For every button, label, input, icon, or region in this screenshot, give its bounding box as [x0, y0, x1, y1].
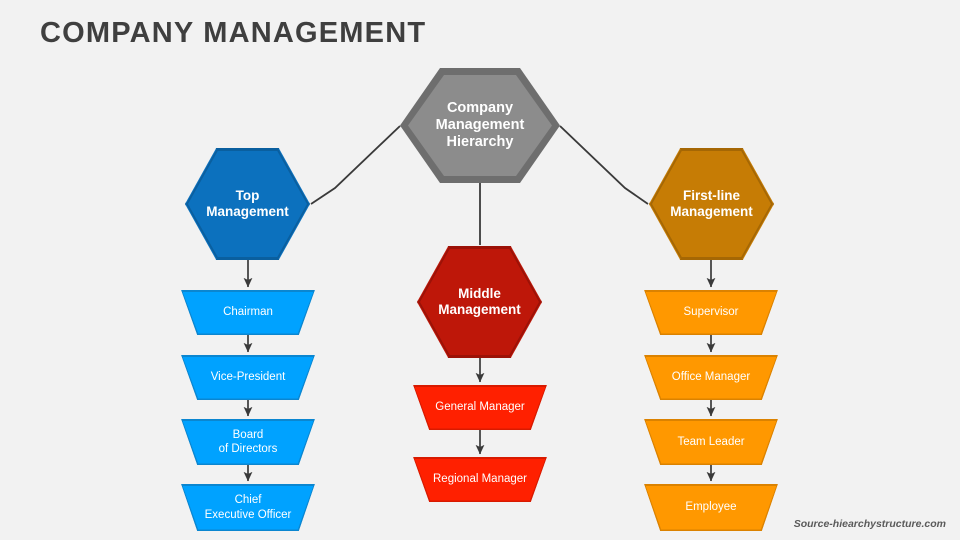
board-of-directors-label-line2: of Directors	[218, 443, 278, 455]
employee-label: Employee	[685, 501, 737, 514]
connector-root-to-top	[310, 125, 401, 205]
node-chairman[interactable]: Chairman	[181, 290, 315, 335]
root-label-line1: Company	[446, 99, 514, 116]
node-vice-president[interactable]: Vice-President	[181, 355, 315, 400]
general-manager-label: General Manager	[435, 401, 525, 414]
chief-executive-officer-label-line2: Executive Officer	[204, 508, 292, 521]
top-management-label-line2: Management	[206, 204, 289, 219]
node-first-line-management[interactable]: First-line Management	[649, 148, 774, 260]
middle-management-label-line2: Management	[438, 302, 521, 317]
regional-manager-label: Regional Manager	[433, 473, 527, 486]
root-label-line3: Hierarchy	[446, 134, 514, 151]
node-board-of-directors[interactable]: Board of Directors	[181, 419, 315, 465]
vice-president-label: Vice-President	[210, 371, 286, 384]
node-supervisor[interactable]: Supervisor	[644, 290, 778, 335]
root-label-line2: Management	[435, 116, 525, 133]
node-team-leader[interactable]: Team Leader	[644, 419, 778, 465]
team-leader-label: Team Leader	[677, 435, 745, 448]
chief-executive-officer-label-line1: Chief	[234, 494, 262, 507]
node-regional-manager[interactable]: Regional Manager	[413, 457, 547, 502]
first-line-management-label-line2: Management	[670, 204, 753, 219]
node-general-manager[interactable]: General Manager	[413, 385, 547, 430]
first-line-management-label-line1: First-line	[682, 188, 740, 204]
node-top-management[interactable]: Top Management	[185, 148, 310, 260]
page-title: COMPANY MANAGEMENT	[40, 17, 427, 49]
chairman-label: Chairman	[223, 306, 273, 319]
board-of-directors-label-line1: Board	[232, 428, 264, 441]
middle-management-label-line1: Middle	[458, 286, 501, 302]
node-chief-executive-officer[interactable]: Chief Executive Officer	[181, 484, 315, 531]
source-attribution: Source-hiearchystructure.com	[793, 518, 946, 530]
supervisor-label: Supervisor	[683, 306, 739, 319]
node-office-manager[interactable]: Office Manager	[644, 355, 778, 400]
node-middle-management[interactable]: Middle Management	[417, 246, 542, 358]
connector-root-to-firstline	[559, 125, 649, 205]
node-employee[interactable]: Employee	[644, 484, 778, 531]
office-manager-label: Office Manager	[671, 371, 751, 384]
top-management-label-line1: Top	[235, 188, 260, 204]
